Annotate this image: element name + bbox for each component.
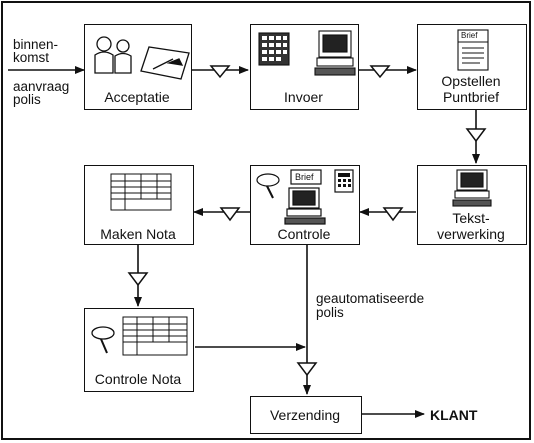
- label-maken-nota: Maken Nota: [100, 226, 176, 242]
- box-tekstverwerking: Tekst- verwerking: [417, 165, 527, 245]
- output-klant: KLANT: [430, 407, 478, 423]
- triangle-marker: [209, 65, 231, 79]
- label-tekst: Tekst-: [452, 210, 490, 226]
- people-signing-icon: [94, 36, 190, 80]
- magnifier-letter-computer-icon: [256, 169, 354, 225]
- label-acceptatie: Acceptatie: [104, 89, 170, 105]
- box-maken-nota: Maken Nota: [84, 165, 194, 245]
- input-label-line2: komst: [13, 50, 50, 65]
- keyboard-computer-icon: [258, 30, 356, 76]
- triangle-marker: [296, 362, 318, 377]
- input-label-line3: aanvraag: [13, 79, 70, 94]
- triangle-marker: [369, 65, 391, 79]
- triangle-marker: [465, 128, 487, 143]
- letter-document-icon: [457, 29, 489, 71]
- box-controle-nota: Controle Nota: [84, 308, 194, 392]
- computer-icon: [452, 169, 492, 207]
- box-acceptatie: Acceptatie: [84, 24, 192, 110]
- magnifier-invoice-icon: [91, 316, 188, 356]
- brief-label-controle: Brief: [295, 172, 314, 182]
- edge-label-line2: polis: [316, 305, 344, 320]
- box-verzending: Verzending: [250, 396, 362, 434]
- label-opstellen: Opstellen: [441, 73, 501, 89]
- triangle-marker: [219, 207, 241, 222]
- box-controle: Brief Controle: [250, 165, 360, 245]
- brief-label: Brief: [461, 31, 478, 40]
- label-verzending: Verzending: [269, 407, 341, 423]
- edge-label-line1: geautomatiseerde: [316, 291, 425, 306]
- triangle-marker: [382, 207, 404, 222]
- label-invoer: Invoer: [284, 89, 323, 105]
- input-label-line4: polis: [13, 92, 41, 107]
- invoice-table-icon: [110, 173, 172, 211]
- triangle-marker: [127, 272, 149, 287]
- label-puntbrief: Puntbrief: [442, 89, 500, 105]
- box-opstellen-puntbrief: Brief Opstellen Puntbrief: [417, 24, 527, 110]
- label-verwerking: verwerking: [437, 226, 505, 242]
- box-invoer: Invoer: [250, 24, 359, 110]
- label-controle: Controle: [277, 226, 331, 242]
- input-label-line1: binnen-: [13, 37, 59, 52]
- label-controle-nota: Controle Nota: [94, 371, 182, 387]
